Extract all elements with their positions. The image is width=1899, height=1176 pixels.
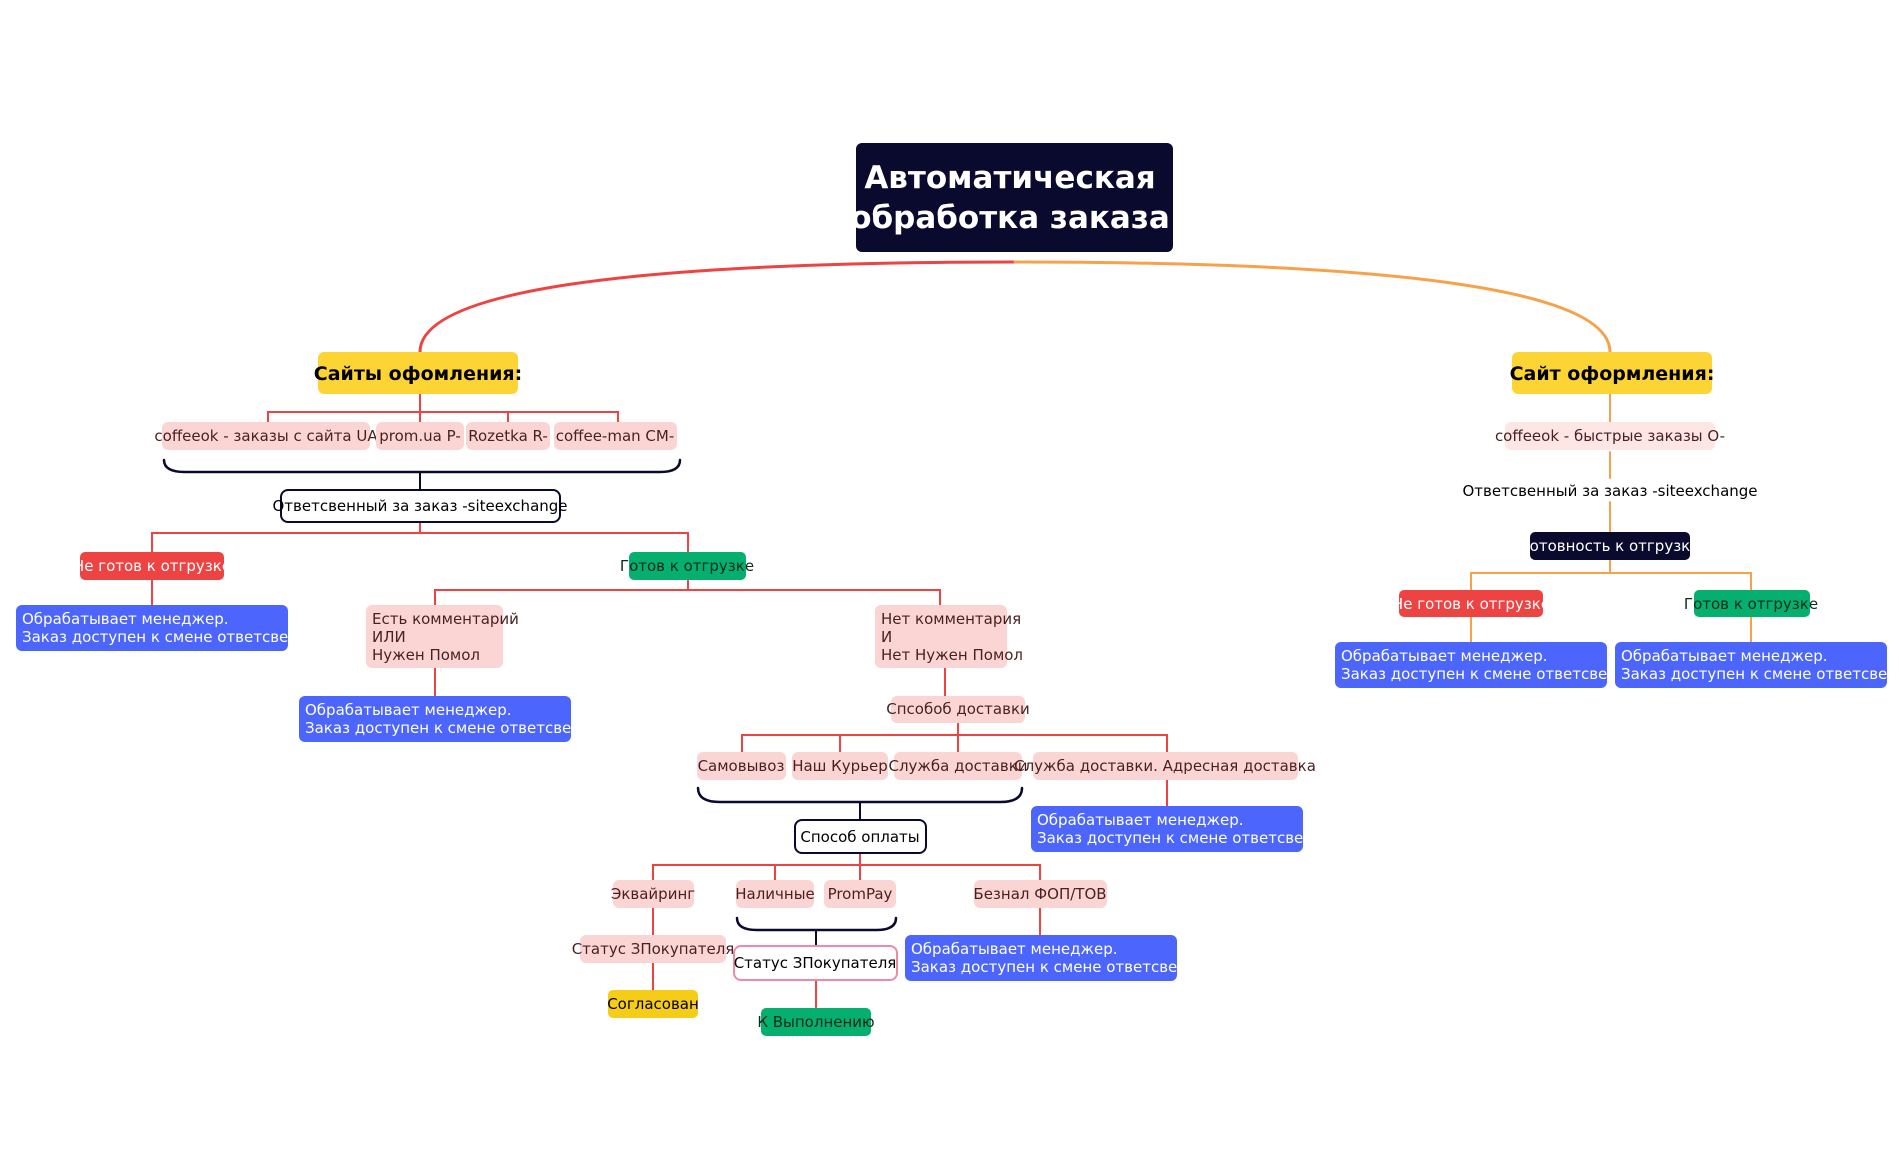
site-label-rozetka: Rozetka R- xyxy=(468,427,548,445)
left-responsible-node: Ответсвенный за заказ -siteexchange xyxy=(272,489,568,523)
delivery-label-service: Служба доставки xyxy=(888,757,1027,775)
manager-beznal-label-2: Заказ доступен к смене ответсвенного xyxy=(911,958,1223,976)
right-not-ready-node: Не готов к отгрузке xyxy=(1392,590,1550,617)
right-manager-r-label-2: Заказ доступен к смене ответсвенного xyxy=(1621,665,1899,683)
with-comment-node: Есть комментарий ИЛИ Нужен Помол xyxy=(366,605,519,668)
no-comment-line-1: Нет комментария xyxy=(881,610,1021,628)
right-ready-node: Готов к отгрузке xyxy=(1684,590,1818,617)
payment-label-cash: Наличные xyxy=(735,885,815,903)
right-site-node: coffeeok - быстрые заказы O- xyxy=(1495,422,1725,450)
manager-node-beznal: Обрабатывает менеджер. Заказ доступен к … xyxy=(905,935,1223,981)
left-ready-label: Готов к отгрузке xyxy=(620,557,754,575)
in-progress-node: К Выполнению xyxy=(757,1008,875,1036)
buyer-status-node-cash: Статус ЗПокупателя xyxy=(733,945,898,981)
left-not-ready-label: Не готов к отгрузке xyxy=(73,557,231,575)
delivery-method-label: Спсобоб доставки xyxy=(886,700,1030,718)
no-comment-line-3: Нет Нужен Помол xyxy=(881,646,1023,664)
left-title: Сайты офомления: xyxy=(314,363,522,385)
payment-label-beznal: Безнал ФОП/ТОВ xyxy=(973,885,1106,903)
no-comment-line-2: И xyxy=(881,628,892,646)
manager-comment-label-1: Обрабатывает менеджер. xyxy=(305,701,512,719)
in-progress-label: К Выполнению xyxy=(757,1013,874,1031)
payment-label-acquiring: Эквайринг xyxy=(611,885,695,903)
site-node-prom: prom.ua P- xyxy=(376,422,464,450)
agreed-label: Согласован xyxy=(607,995,699,1013)
right-readiness-label: Готовность к отгрузке xyxy=(1521,537,1700,555)
with-comment-line-2: ИЛИ xyxy=(372,628,406,646)
no-comment-node: Нет комментария И Нет Нужен Помол xyxy=(875,605,1023,668)
manager-address-label-2: Заказ доступен к смене ответсвенного xyxy=(1037,829,1349,847)
manager-address-label-1: Обрабатывает менеджер. xyxy=(1037,811,1244,829)
manager-beznal-label-1: Обрабатывает менеджер. xyxy=(911,940,1118,958)
right-manager-node-not-ready: Обрабатывает менеджер. Заказ доступен к … xyxy=(1335,642,1653,688)
manager-label-2: Заказ доступен к смене ответсвенного xyxy=(22,628,334,646)
left-responsible-label: Ответсвенный за заказ -siteexchange xyxy=(272,497,567,515)
right-manager-nr-label-1: Обрабатывает менеджер. xyxy=(1341,647,1548,665)
site-node-coffeeman: coffee-man CM- xyxy=(554,422,677,450)
buyer-status-label-acquiring: Статус ЗПокупателя xyxy=(572,940,735,958)
left-not-ready-node: Не готов к отгрузке xyxy=(73,552,231,580)
right-responsible-label: Ответсвенный за заказ -siteexchange xyxy=(1462,482,1757,500)
payment-node-cash: Наличные xyxy=(735,880,815,908)
delivery-node-courier: Наш Курьер xyxy=(792,752,888,780)
delivery-node-service: Служба доставки xyxy=(888,752,1028,780)
connector-root-right xyxy=(1013,260,1612,354)
manager-node-not-ready: Обрабатывает менеджер. Заказ доступен к … xyxy=(16,605,334,651)
buyer-status-label-cash: Статус ЗПокупателя xyxy=(734,954,897,972)
agreed-node: Согласован xyxy=(607,990,699,1018)
brace-payments xyxy=(735,916,898,932)
delivery-node-address: Служба доставки. Адресная доставка xyxy=(1014,752,1316,780)
site-label-prom: prom.ua P- xyxy=(379,427,461,445)
left-title-node: Сайты офомления: xyxy=(314,352,522,394)
buyer-status-node-acquiring: Статус ЗПокупателя xyxy=(572,935,735,963)
delivery-label-courier: Наш Курьер xyxy=(792,757,888,775)
payment-node-prompay: PromPay xyxy=(824,880,896,908)
site-label-coffeeok: coffeeok - заказы с сайта UA xyxy=(154,427,378,445)
payment-label-prompay: PromPay xyxy=(828,885,893,903)
right-title-node: Сайт оформления: xyxy=(1510,352,1715,394)
connector-delivery-options xyxy=(741,722,1168,753)
connector-sites xyxy=(267,393,619,423)
manager-node-comment: Обрабатывает менеджер. Заказ доступен к … xyxy=(299,696,617,742)
right-ready-label: Готов к отгрузке xyxy=(1684,595,1818,613)
payment-method-label: Способ оплаты xyxy=(800,828,919,846)
connector-payment-options xyxy=(652,852,1041,881)
site-label-coffeeman: coffee-man CM- xyxy=(556,427,675,445)
right-readiness-node: Готовность к отгрузке xyxy=(1521,532,1700,560)
payment-node-acquiring: Эквайринг xyxy=(611,880,695,908)
with-comment-line-3: Нужен Помол xyxy=(372,646,480,664)
manager-label-1: Обрабатывает менеджер. xyxy=(22,610,229,628)
connector-responsible-ready xyxy=(151,521,689,553)
right-manager-node-ready: Обрабатывает менеджер. Заказ доступен к … xyxy=(1615,642,1899,688)
delivery-method-node: Спсобоб доставки xyxy=(886,696,1030,723)
manager-node-address: Обрабатывает менеджер. Заказ доступен к … xyxy=(1031,806,1349,852)
delivery-label-pickup: Самовывоз xyxy=(698,757,785,775)
with-comment-line-1: Есть комментарий xyxy=(372,610,519,628)
right-title: Сайт оформления: xyxy=(1510,363,1715,385)
connector-ready-comments xyxy=(434,579,941,606)
right-responsible-node: Ответсвенный за заказ -siteexchange xyxy=(1462,482,1757,500)
site-node-coffeeok: coffeeok - заказы с сайта UA xyxy=(154,422,378,450)
left-ready-node: Готов к отгрузке xyxy=(620,552,754,580)
site-node-rozetka: Rozetka R- xyxy=(466,422,550,450)
delivery-label-address: Служба доставки. Адресная доставка xyxy=(1014,757,1316,775)
connector-right-ready xyxy=(1470,559,1752,591)
connector-root-left xyxy=(418,260,1017,354)
delivery-node-pickup: Самовывоз xyxy=(697,752,786,780)
brace-delivery xyxy=(696,786,1024,804)
payment-node-beznal: Безнал ФОП/ТОВ xyxy=(973,880,1107,908)
right-not-ready-label: Не готов к отгрузке xyxy=(1392,595,1550,613)
right-manager-nr-label-2: Заказ доступен к смене ответсвенного xyxy=(1341,665,1653,683)
right-site-label: coffeeok - быстрые заказы O- xyxy=(1495,427,1725,445)
payment-method-node: Способ оплаты xyxy=(794,819,927,854)
right-manager-r-label-1: Обрабатывает менеджер. xyxy=(1621,647,1828,665)
manager-comment-label-2: Заказ доступен к смене ответсвенного xyxy=(305,719,617,737)
brace-sites xyxy=(162,458,682,474)
